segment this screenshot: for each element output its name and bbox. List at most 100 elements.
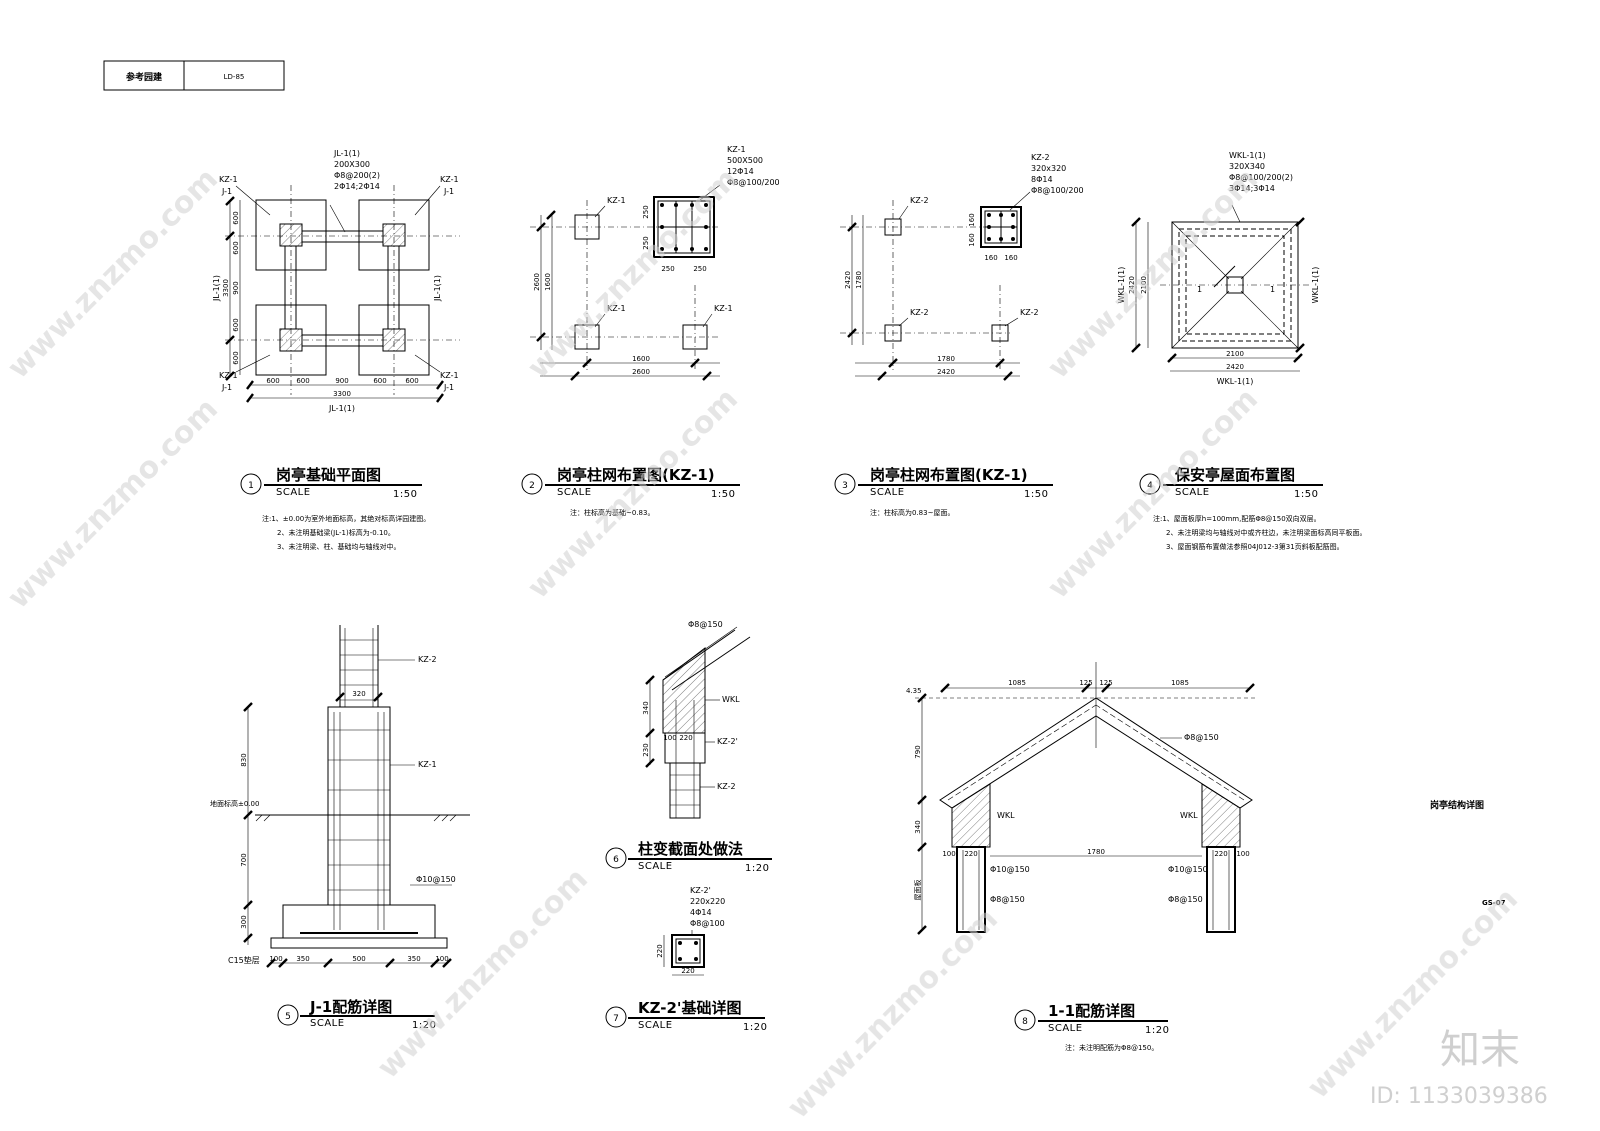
v8-wkl-l: WKL xyxy=(997,811,1015,820)
v4-wkl-left: WKL-1(1) xyxy=(1117,267,1126,304)
v4-wkl-bottom: WKL-1(1) xyxy=(1217,377,1254,386)
wm-8: www.znzmo.com xyxy=(781,902,1005,1126)
wm-2: www.znzmo.com xyxy=(1,392,225,616)
v4-title: 保安亭屋面布置图 xyxy=(1174,466,1295,484)
v7-section-2: 220x220 xyxy=(690,897,725,906)
v2-d250-a: 250 xyxy=(661,265,674,273)
v4-num: 4 xyxy=(1147,481,1153,491)
v2-kz-3: KZ-1 xyxy=(714,304,733,313)
wm-7: www.znzmo.com xyxy=(371,862,595,1086)
v8-d100-l: 100 xyxy=(942,850,955,858)
sheet-code: GS-07 xyxy=(1482,899,1506,907)
v8-d125-r: 125 xyxy=(1099,679,1112,687)
v2-d250-d: 250 xyxy=(642,236,650,249)
v3-kz-3: KZ-2 xyxy=(1020,308,1039,317)
v4-d2100-h: 2100 xyxy=(1226,350,1244,358)
title-block: 参考园建 LD-85 xyxy=(103,60,285,91)
v8-num: 8 xyxy=(1022,1017,1028,1027)
wm-3: www.znzmo.com xyxy=(521,162,745,386)
v1-kz-bl: KZ-1 xyxy=(219,371,238,380)
v2-d1600-h: 1600 xyxy=(632,355,650,363)
v2-d2600-h: 2600 xyxy=(632,368,650,376)
v3-section-3: 8Φ14 xyxy=(1031,175,1053,184)
v6-title: 柱变截面处做法 xyxy=(638,840,743,858)
v2-title: 岗亭柱网布置图(KZ-1) xyxy=(557,466,715,484)
title-block-name: 参考园建 xyxy=(126,71,163,83)
v5-d100-l: 100 xyxy=(269,955,282,963)
v1-beam-left: JL-1(1) xyxy=(212,275,221,302)
v5-scale: 1:20 xyxy=(412,1020,436,1031)
v4-beam-2: 320X340 xyxy=(1229,162,1265,171)
v5-num: 5 xyxy=(285,1012,291,1022)
v3-note-1: 注：柱标高为0.83~屋面。 xyxy=(870,508,954,517)
v8-d125-l: 125 xyxy=(1079,679,1092,687)
v8-d1085-r: 1085 xyxy=(1171,679,1189,687)
view-6-column-change: 340 230 220 100 Φ8@150 WKL KZ-2' KZ-2 6 … xyxy=(605,620,772,874)
v3-d160-c: 160 xyxy=(968,213,976,226)
v8-s10-l: Φ10@150 xyxy=(990,865,1030,874)
v5-d320: 320 xyxy=(352,690,365,698)
view-1-foundation-plan: JL-1(1) 200X300 Φ8@200(2) 2Φ14;2Φ14 KZ-1… xyxy=(212,149,460,413)
title-block-code: LD-85 xyxy=(224,73,245,81)
v6-scale-label: SCALE xyxy=(638,861,673,872)
v6-wkl: WKL xyxy=(722,695,740,704)
v8-s10-r: Φ10@150 xyxy=(1168,865,1208,874)
v1-note-1: 注:1、±0.00为室外地面标高，其绝对标高详园建图。 xyxy=(262,514,430,523)
v1-kz-tl: KZ-1 xyxy=(219,175,238,184)
v1-beam-label-4: 2Φ14;2Φ14 xyxy=(334,182,380,191)
v2-d250-b: 250 xyxy=(693,265,706,273)
v5-d500: 500 xyxy=(352,955,365,963)
v1-scale: 1:50 xyxy=(393,489,417,500)
v5-kz1: KZ-1 xyxy=(418,760,437,769)
brand-id: ID: 1133039386 xyxy=(1370,1084,1548,1109)
v7-title: KZ-2'基础详图 xyxy=(638,999,742,1017)
v8-note-1: 注：未注明配筋为Φ8@150。 xyxy=(1065,1043,1158,1052)
v6-scale: 1:20 xyxy=(745,863,769,874)
v4-wkl-right: WKL-1(1) xyxy=(1311,267,1320,304)
v2-note-1: 注：柱标高为基础~0.83。 xyxy=(570,508,654,517)
v3-d1780-h: 1780 xyxy=(937,355,955,363)
v1-dim-vtotal: 3300 xyxy=(222,279,230,297)
v7-d220-v: 220 xyxy=(656,944,664,957)
v3-section-1: KZ-2 xyxy=(1031,153,1050,162)
view-5-j1-detail: 830 700 300 320 100 350 500 350 100 KZ-2… xyxy=(210,625,470,1031)
v8-d100-r: 100 xyxy=(1236,850,1249,858)
v6-rebar: Φ8@150 xyxy=(688,620,723,629)
v1-dim-v2: 600 xyxy=(232,241,240,254)
v1-dim-h4: 600 xyxy=(373,377,386,385)
v3-kz-1: KZ-2 xyxy=(910,196,929,205)
v6-num: 6 xyxy=(613,855,619,865)
v8-d220-r: 220 xyxy=(1214,850,1227,858)
v5-d350-l: 350 xyxy=(296,955,309,963)
v8-wkl-r: WKL xyxy=(1180,811,1198,820)
v8-d220-l: 220 xyxy=(964,850,977,858)
v1-note-3: 3、未注明梁、柱、基础均与轴线对中。 xyxy=(277,542,400,551)
v1-dim-v1: 600 xyxy=(232,211,240,224)
v5-d700: 700 xyxy=(240,853,248,866)
v2-kz-2: KZ-1 xyxy=(607,304,626,313)
v6-d100: 100 xyxy=(663,734,676,742)
watermark-layer: www.znzmo.com www.znzmo.com www.znzmo.co… xyxy=(1,162,1525,1126)
view-2-column-grid: KZ-1 500X500 12Φ14 Φ8@100/200 KZ-1 KZ-1 … xyxy=(530,145,780,381)
v1-beam-label-3: Φ8@200(2) xyxy=(334,171,380,180)
v1-j-tl: J-1 xyxy=(221,187,232,196)
v6-kz2p: KZ-2' xyxy=(717,737,738,746)
v1-kz-br: KZ-1 xyxy=(440,371,459,380)
v8-scale: 1:20 xyxy=(1145,1025,1169,1036)
v3-title: 岗亭柱网布置图(KZ-1) xyxy=(870,466,1028,484)
v1-num: 1 xyxy=(248,481,254,491)
v4-note-3: 3、屋面钢筋布置做法参照04J012-3第31页斜板配筋图。 xyxy=(1166,542,1344,551)
v5-pad: C15垫层 xyxy=(228,955,260,965)
brand-text: 知末 xyxy=(1440,1027,1520,1073)
v1-dim-v3: 900 xyxy=(232,281,240,294)
v2-d1600-v: 1600 xyxy=(544,273,552,291)
v1-note-2: 2、未注明基础梁(JL-1)标高为-0.10。 xyxy=(277,528,395,537)
v7-d220-h: 220 xyxy=(681,967,694,975)
v8-d1780: 1780 xyxy=(1087,848,1105,856)
v6-d220: 220 xyxy=(679,734,692,742)
v3-d160-d: 160 xyxy=(968,233,976,246)
v8-s8-r: Φ8@150 xyxy=(1168,895,1203,904)
v4-scale: 1:50 xyxy=(1294,489,1318,500)
v2-section-4: Φ8@100/200 xyxy=(727,178,780,187)
v1-j-bl: J-1 xyxy=(221,383,232,392)
